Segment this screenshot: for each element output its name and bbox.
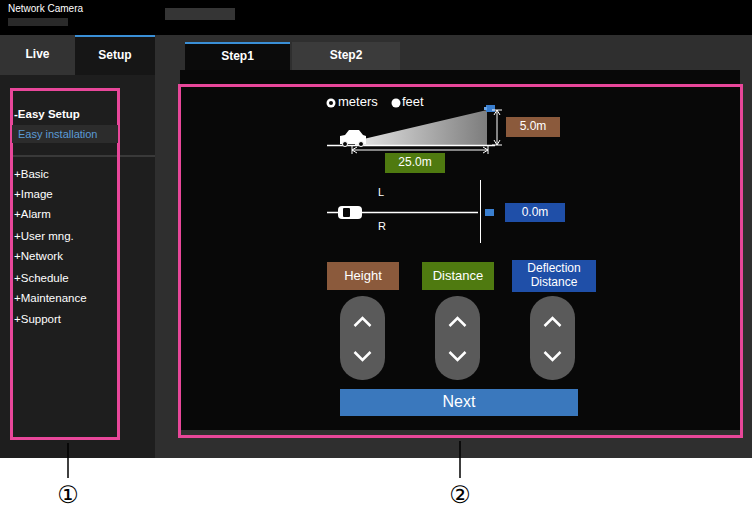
- box-text: Easy installation: [18, 128, 98, 141]
- height-button: Height: [327, 262, 399, 290]
- settings-callout-box: meters feetL R 5.0m 25.0m 0.0mHeight Distance D…: [178, 84, 743, 438]
- menu-item-selected: Easy installation: [12, 125, 118, 143]
- nav-tab-active: Setup: [75, 35, 155, 75]
- callout-number: ②: [448, 482, 472, 508]
- radio-selected: [327, 99, 336, 108]
- menu-divider: [10, 156, 155, 157]
- callout-number: ①: [56, 482, 80, 508]
- car-wheel: [359, 142, 364, 147]
- height-value: 5.0m: [506, 117, 560, 137]
- deflection-button: Deflection Distance: [512, 260, 596, 292]
- chevron-down: [450, 352, 466, 360]
- product-title: Network Camera: [8, 3, 83, 14]
- chevron-group: [355, 318, 561, 360]
- updown-pill: [340, 296, 385, 380]
- camera-icon: [485, 209, 494, 216]
- panel-text: +User mng.: [14, 230, 74, 243]
- car-top-icon: [338, 206, 362, 219]
- panel-text: R: [378, 220, 386, 233]
- panel-text: +Basic: [14, 168, 49, 181]
- step-tab: Step2: [292, 42, 400, 70]
- adjust-buttons: [340, 296, 575, 380]
- box-text: Step2: [330, 49, 363, 63]
- updown-pill: [435, 296, 480, 380]
- chevron-up: [545, 318, 561, 326]
- chevron-down: [545, 352, 561, 360]
- distance-dimension: [352, 150, 488, 151]
- setup-panel: [180, 70, 740, 430]
- box-text: Distance: [433, 269, 484, 284]
- camera-icon: [486, 105, 495, 112]
- box-text: 25.0m: [398, 156, 431, 170]
- chevron-up: [450, 318, 466, 326]
- dimension-arrow: [494, 110, 500, 145]
- car-wheel: [343, 142, 348, 147]
- updown-pill: [530, 296, 575, 380]
- panel-text: +Support: [14, 313, 61, 326]
- box-text: Setup: [98, 49, 131, 63]
- radio-button: [392, 99, 401, 108]
- chevron-up: [355, 318, 371, 326]
- distance-button: Distance: [422, 262, 494, 290]
- car-window: [343, 208, 350, 217]
- view-beam: [355, 110, 487, 145]
- box-text: Live: [25, 48, 49, 62]
- box-text: Step1: [221, 50, 254, 64]
- height-dimension: [497, 110, 498, 145]
- box-text: 5.0m: [520, 120, 547, 134]
- panel-text: +Schedule: [14, 272, 69, 285]
- chevron-down: [355, 352, 371, 360]
- deflection-value: 0.0m: [505, 203, 565, 222]
- camera-axis: [480, 180, 481, 243]
- menu-callout-box: -Easy Setup +Basic +Image +Alarm +User mng. +…: [10, 88, 120, 440]
- panel-text: feet: [402, 95, 424, 110]
- box-text: Next: [443, 393, 476, 411]
- blurred-model-name: [8, 18, 68, 26]
- panel-text: +Maintenance: [14, 292, 87, 305]
- distance-value: 25.0m: [385, 153, 445, 173]
- box-text: Height: [344, 269, 382, 284]
- radio-dot: [329, 101, 333, 105]
- sidebar-ground: [0, 35, 155, 458]
- camera-lens: [484, 107, 487, 110]
- panel-text: -Easy Setup: [14, 108, 80, 121]
- box-text: Deflection Distance: [512, 262, 596, 290]
- callout-leader: [459, 441, 461, 478]
- next-button: Next: [340, 389, 578, 416]
- blurred-model-name: [165, 8, 235, 20]
- panel-text: meters: [338, 95, 378, 110]
- callout-leader: [67, 443, 69, 478]
- content-ground: [155, 35, 752, 458]
- panel-text: +Alarm: [14, 208, 51, 221]
- panel-text: L: [378, 186, 384, 199]
- step-tab-active: Step1: [185, 42, 290, 70]
- panel-text: +Network: [14, 250, 63, 263]
- nav-tab: Live: [0, 35, 75, 75]
- header-bar: [0, 0, 752, 458]
- panel-text: +Image: [14, 188, 53, 201]
- box-text: 0.0m: [522, 206, 549, 220]
